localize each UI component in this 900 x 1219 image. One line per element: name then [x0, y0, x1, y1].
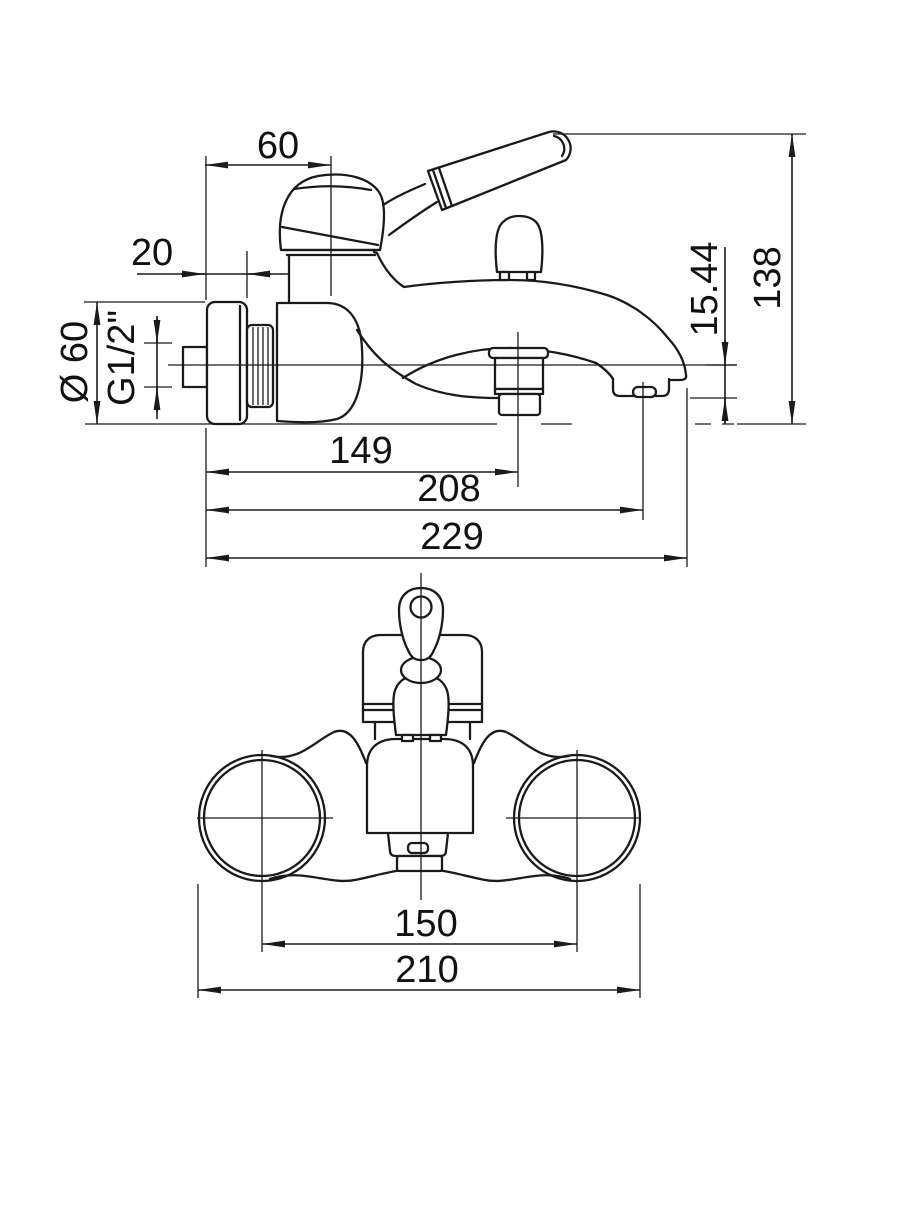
- lever-tip-detail: [552, 134, 566, 158]
- side-reference-lines: [84, 133, 806, 567]
- dim-overall-height: 138: [747, 134, 796, 424]
- spout-top-edge: [372, 238, 688, 382]
- dim-handshower-reach: 149: [206, 430, 518, 476]
- lever-ring-line-2: [437, 166, 454, 208]
- lever-handle: [426, 130, 572, 212]
- dim-overall-width-label: 210: [395, 949, 458, 991]
- dim-wall-plate-depth: 20: [131, 232, 288, 278]
- dim-escutcheon-diameter-label: Ø 60: [54, 321, 96, 403]
- dim-connection-thread: G1/2": [101, 310, 161, 419]
- dim-handshower-reach-label: 149: [329, 430, 392, 472]
- dim-handle-offset: 60: [205, 125, 331, 169]
- spout-fin-curve: [355, 328, 501, 400]
- union-nut: [245, 323, 275, 409]
- valve-body: [275, 301, 364, 424]
- knob-front-foot-right: [428, 733, 443, 743]
- spout-outlet-inner: [631, 385, 658, 399]
- knob-foot-left: [498, 270, 511, 282]
- dim-overall-reach-label: 229: [420, 516, 483, 558]
- dim-inlet-centres: 150: [262, 903, 577, 948]
- front-view: 150 210: [197, 573, 642, 998]
- outlet-connector: [395, 854, 444, 873]
- lever-neck-upper: [381, 182, 427, 207]
- spout-end-face: [365, 737, 475, 835]
- dim-wall-plate-depth-label: 20: [131, 232, 173, 274]
- outlet-inner-tab: [406, 841, 430, 855]
- dim-spout-outlet-reach-label: 208: [417, 468, 480, 510]
- waist-top-left: [269, 729, 368, 765]
- dim-connection-thread-label: G1/2": [101, 310, 143, 406]
- dim-handle-offset-label: 60: [257, 125, 299, 167]
- dim-overall-height-label: 138: [747, 246, 789, 309]
- faucet-body-front: [197, 586, 642, 883]
- knob-front-foot-left: [400, 733, 415, 743]
- wall-nipple: [181, 345, 209, 389]
- dim-overall-reach: 229: [206, 516, 687, 562]
- handshower-cylinder: [493, 356, 545, 391]
- lever-neck-lower: [387, 200, 439, 237]
- dim-outlet-drop-label: 15.44: [684, 241, 726, 336]
- nut-knurl: [252, 327, 269, 405]
- dim-overall-width: 210: [198, 949, 640, 994]
- dome-facet-line: [292, 185, 373, 192]
- diverter-knob: [494, 214, 544, 274]
- side-dimensions: 60 20 Ø 60 G1/2" 15.44: [54, 125, 796, 562]
- front-dimensions: 150 210: [198, 903, 640, 994]
- dim-inlet-centres-label: 150: [394, 903, 457, 945]
- lever-ring-line-1: [431, 168, 448, 210]
- front-reference-lines: [197, 573, 641, 998]
- side-view: 60 20 Ø 60 G1/2" 15.44: [54, 125, 806, 567]
- handshower-connector: [497, 392, 542, 417]
- knob-foot-right: [525, 270, 537, 282]
- faucet-body-side: [181, 130, 688, 426]
- dim-spout-outlet-reach: 208: [206, 468, 643, 514]
- waist-top-right: [472, 729, 571, 765]
- dim-escutcheon-diameter: Ø 60: [54, 302, 101, 424]
- dim-outlet-drop: 15.44: [684, 241, 729, 424]
- dome-rim-line: [280, 225, 380, 247]
